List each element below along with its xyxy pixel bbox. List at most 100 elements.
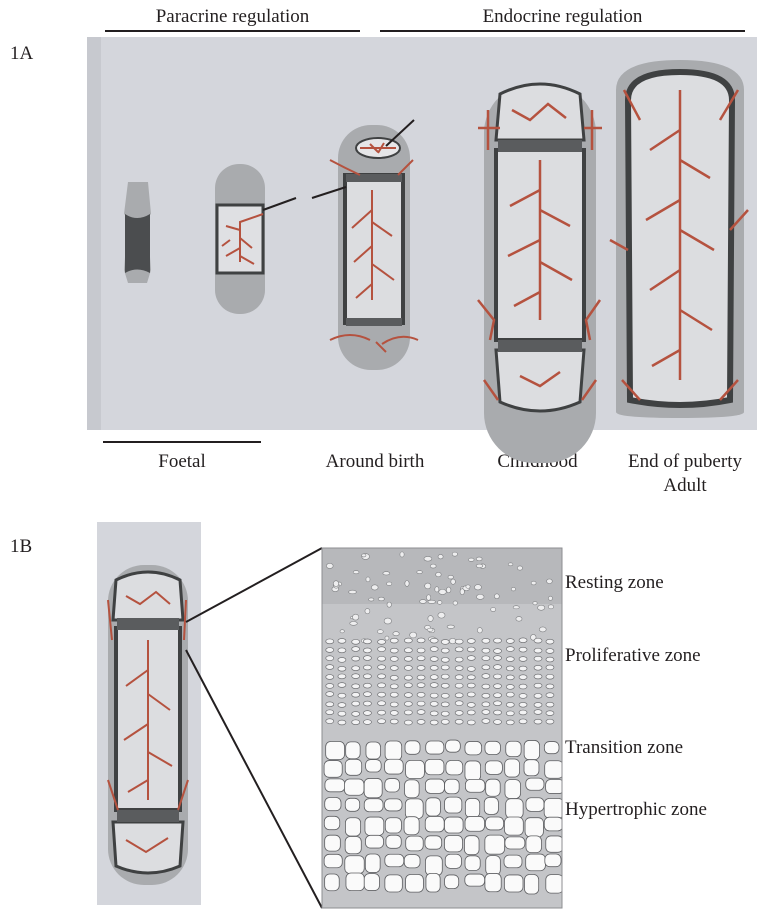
proliferative-cell — [546, 639, 554, 644]
proliferative-cell — [441, 719, 449, 724]
hypertrophic-cell — [544, 742, 559, 754]
resting-cell — [362, 554, 366, 557]
proliferative-cell — [455, 701, 463, 706]
resting-cell — [548, 596, 552, 600]
hypertrophic-cell — [545, 761, 564, 779]
proliferative-cell — [546, 711, 554, 716]
hypertrophic-cell — [325, 835, 341, 851]
proliferative-cell — [326, 692, 334, 697]
proliferative-cell — [363, 639, 371, 644]
proliferative-cell — [506, 684, 514, 689]
hypertrophic-cell — [364, 874, 379, 891]
proliferative-cell — [390, 657, 398, 662]
proliferative-cell — [482, 656, 490, 661]
proliferative-cell — [390, 711, 398, 716]
hypertrophic-cell — [485, 761, 502, 774]
proliferative-cell — [455, 666, 463, 671]
hypertrophic-cell — [445, 797, 462, 813]
hypertrophic-cell — [445, 875, 459, 889]
resting-cell — [424, 556, 432, 561]
resting-cell — [436, 572, 442, 577]
proliferative-cell — [390, 702, 398, 707]
hypertrophic-cell — [385, 854, 404, 867]
proliferative-cell — [417, 675, 425, 680]
proliferative-cell — [326, 675, 334, 680]
birth-bone — [330, 125, 418, 370]
hypertrophic-cell — [465, 798, 479, 817]
hypertrophic-cell — [505, 759, 520, 777]
proliferative-cell — [519, 657, 527, 662]
proliferative-cell — [338, 638, 346, 643]
resting-cell — [352, 614, 358, 620]
proliferative-cell — [390, 638, 398, 643]
adult-bone — [610, 60, 748, 418]
proliferative-cell — [482, 648, 490, 653]
proliferative-cell — [482, 684, 490, 689]
hypertrophic-cell — [406, 874, 424, 892]
proliferative-cell — [390, 648, 398, 653]
resting-cell — [447, 625, 454, 628]
resting-cell — [420, 600, 427, 604]
proliferative-cell — [482, 674, 490, 679]
hypertrophic-cell — [464, 836, 479, 855]
proliferative-cell — [417, 710, 425, 715]
resting-cell — [476, 594, 484, 599]
resting-cell — [466, 585, 470, 588]
hypertrophic-cell — [485, 741, 500, 754]
proliferative-cell — [506, 711, 514, 716]
proliferative-cell — [390, 692, 398, 697]
resting-cell — [353, 571, 359, 574]
hypertrophic-cell — [504, 817, 523, 835]
hypertrophic-cell — [325, 874, 340, 891]
resting-cell — [460, 589, 464, 595]
proliferative-cell — [352, 666, 360, 671]
proliferative-cell — [352, 674, 360, 679]
resting-cell — [491, 607, 496, 611]
proliferative-cell — [455, 639, 463, 644]
proliferative-cell — [378, 701, 386, 706]
proliferative-cell — [546, 684, 554, 689]
hypertrophic-cell — [406, 760, 425, 778]
proliferative-cell — [519, 710, 527, 715]
resting-cell — [477, 628, 482, 633]
resting-cell — [513, 606, 519, 609]
proliferative-cell — [534, 665, 542, 670]
proliferative-cell — [326, 702, 334, 707]
proliferative-cell — [519, 694, 527, 699]
proliferative-cell — [417, 666, 425, 671]
proliferative-cell — [404, 693, 412, 698]
proliferative-cell — [404, 648, 412, 653]
hypertrophic-cell — [366, 760, 382, 772]
hypertrophic-cell — [426, 741, 444, 754]
proliferative-cell — [494, 638, 502, 643]
hypertrophic-cell — [385, 741, 402, 760]
proliferative-cell — [378, 665, 386, 670]
proliferative-cell — [352, 720, 360, 725]
hypertrophic-cell — [404, 855, 420, 868]
proliferative-cell — [363, 720, 371, 725]
hypertrophic-cell — [425, 856, 442, 876]
hypertrophic-cell — [524, 875, 538, 894]
resting-cell — [417, 571, 423, 574]
zoom-line-bottom — [186, 650, 322, 908]
proliferative-cell — [363, 656, 371, 661]
proliferative-cell — [506, 647, 514, 652]
proliferative-cell — [546, 665, 554, 670]
proliferative-cell — [467, 710, 475, 715]
hypertrophic-cell — [345, 856, 364, 874]
proliferative-cell — [534, 638, 542, 643]
proliferative-cell — [467, 639, 475, 644]
hypertrophic-cell — [546, 875, 563, 894]
proliferative-cell — [378, 683, 386, 688]
hypertrophic-cell — [446, 761, 463, 775]
hypertrophic-cell — [364, 799, 383, 812]
proliferative-cell — [378, 692, 386, 697]
hypertrophic-cell — [425, 836, 442, 849]
proliferative-cell — [430, 683, 438, 688]
proliferative-cell — [455, 710, 463, 715]
hypertrophic-cell — [426, 873, 440, 892]
proliferative-cell — [352, 684, 360, 689]
proliferative-cell — [546, 649, 554, 654]
proliferative-cell — [338, 693, 346, 698]
hypertrophic-cell — [345, 818, 360, 836]
